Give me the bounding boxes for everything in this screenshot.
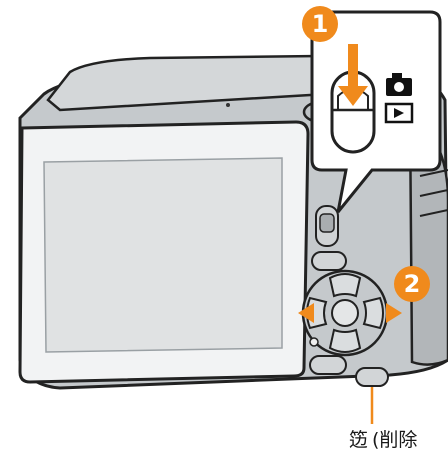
step-number-2: 2 [394, 266, 430, 302]
dpad-center-button[interactable] [332, 300, 358, 326]
speaker-hole [226, 103, 230, 107]
delete-caption-text: (削除 [372, 429, 417, 451]
dpad-down[interactable] [330, 330, 360, 352]
dpad-up[interactable] [330, 274, 360, 296]
dpad-right[interactable] [364, 298, 383, 328]
indicator-dot [310, 338, 318, 346]
lcd-monitor-screen [44, 158, 282, 352]
delete-button[interactable] [356, 368, 388, 386]
playback-icon [386, 104, 412, 122]
trash-icon: 笾 [349, 429, 368, 451]
delete-caption: 笾(削除 [349, 425, 417, 452]
step-number-1: 1 [302, 6, 338, 42]
display-button[interactable] [310, 356, 346, 374]
mode-switch-knob[interactable] [320, 214, 334, 232]
menu-button[interactable] [312, 252, 346, 270]
